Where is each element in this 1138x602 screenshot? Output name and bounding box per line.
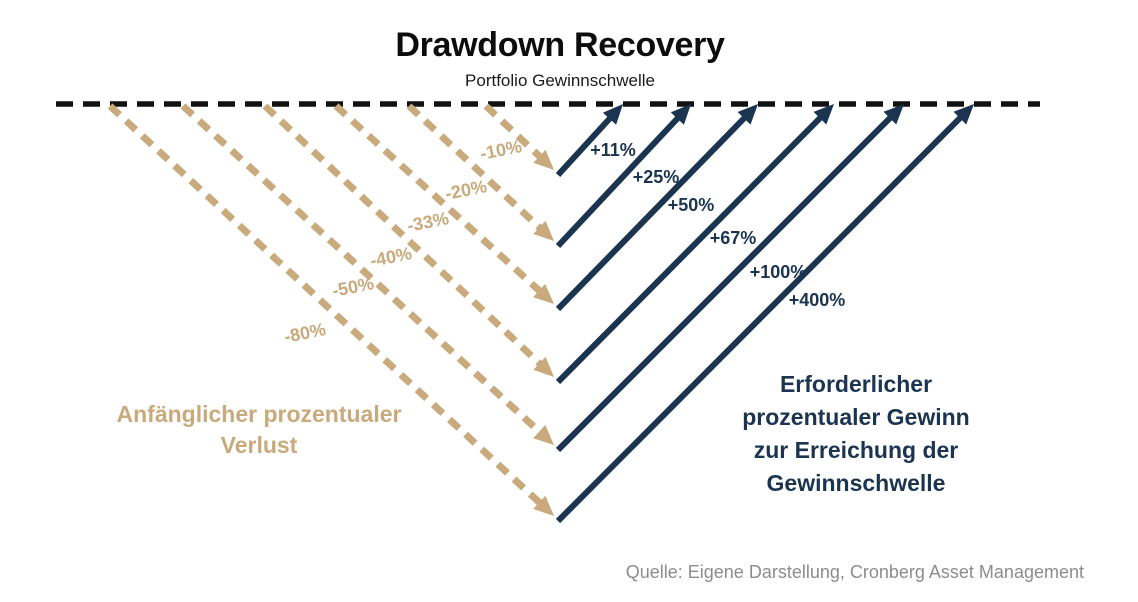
loss-value-label: -33% <box>405 208 450 236</box>
loss-side-caption: Anfänglicher prozentualer Verlust <box>116 401 402 458</box>
gain-value-label: +400% <box>789 290 846 310</box>
gain-arrow-line <box>555 110 968 524</box>
gain-arrowhead <box>670 104 691 125</box>
loss-value-label: -50% <box>330 273 375 301</box>
loss-value-label: -20% <box>443 176 488 204</box>
breakeven-line-label: Portfolio Gewinnschwelle <box>465 71 655 90</box>
gain-arrowhead <box>883 104 904 125</box>
loss-arrowhead <box>533 424 554 445</box>
gain-arrow-line <box>555 110 618 178</box>
loss-value-label: -80% <box>282 319 327 347</box>
loss-arrowhead <box>533 356 554 377</box>
loss-arrow-line <box>107 103 548 511</box>
gain-arrowhead <box>602 104 623 125</box>
gain-value-label: +67% <box>710 228 757 248</box>
gain-arrow-line <box>555 110 685 249</box>
gain-value-label: +100% <box>750 262 807 282</box>
loss-arrow-line <box>333 103 548 299</box>
gain-value-label: +25% <box>633 167 680 187</box>
gain-value-label: +11% <box>590 140 636 160</box>
gain-arrowhead <box>813 104 834 125</box>
page-title: Drawdown Recovery <box>395 26 725 64</box>
loss-arrowhead <box>533 220 554 241</box>
loss-arrow-line <box>180 103 548 440</box>
loss-arrow-line <box>483 103 548 165</box>
loss-arrowhead <box>533 149 554 170</box>
loss-arrow-line <box>262 103 548 372</box>
gain-arrow-line <box>555 110 898 453</box>
gain-value-label: +50% <box>668 195 715 215</box>
gain-side-caption: Erforderlicher prozentualer Gewinn zur E… <box>742 371 970 496</box>
gain-arrow-line <box>555 110 828 385</box>
source-credit: Quelle: Eigene Darstellung, Cronberg Ass… <box>625 562 1084 582</box>
gain-arrowhead <box>953 104 974 125</box>
loss-value-label: -40% <box>368 243 413 271</box>
gain-arrow-line <box>555 110 752 312</box>
loss-arrow-line <box>406 103 548 236</box>
loss-value-label: -10% <box>478 136 523 164</box>
loss-arrowhead <box>533 283 554 304</box>
gain-arrowhead <box>737 104 758 125</box>
loss-arrowhead <box>533 495 554 516</box>
